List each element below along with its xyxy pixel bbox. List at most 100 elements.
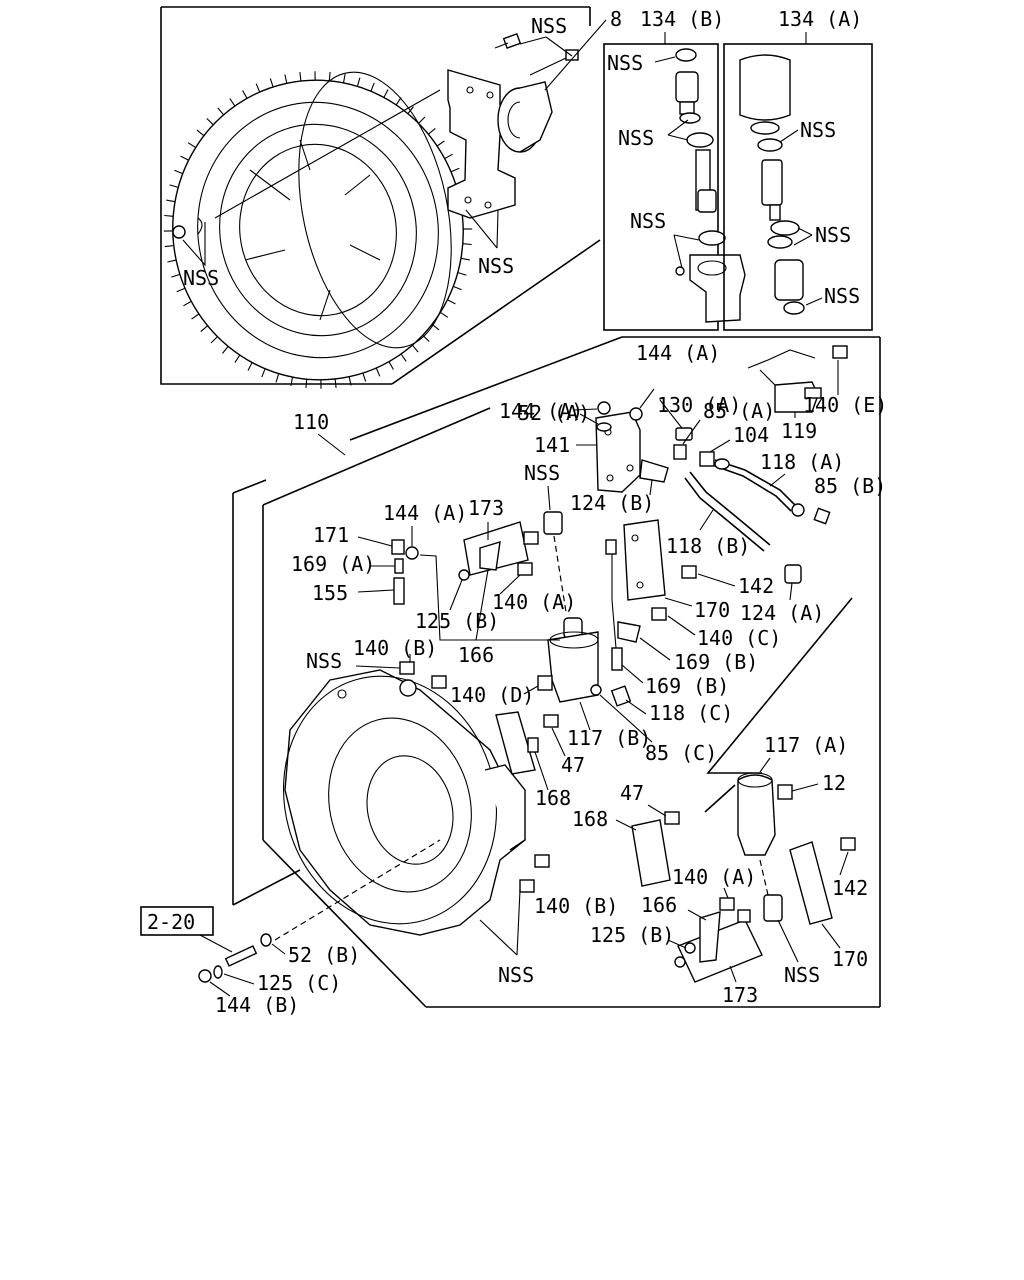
part-140a-2-label: 140 (A) [672,865,756,889]
part-169a-label: 169 (A) [291,552,375,576]
part-125b-2-label: 125 (B) [590,923,674,947]
gear-tooth [166,199,176,203]
nss-bottom-label: NSS [784,963,820,987]
gear-tooth [444,153,453,160]
gear-tooth [422,334,430,342]
gear-ring-panel: NSS 8 NSS NSS [160,6,622,389]
part-118c-label: 118 (C) [649,701,733,725]
part-166-2-label: 166 [641,893,677,917]
gear-tooth [407,106,414,114]
nss-140b-label: NSS [306,649,342,673]
part-119-label: 119 [781,419,817,443]
part-118a-label: 118 (A) [760,450,844,474]
part-173-bottom-label: 173 [722,983,758,1007]
yoke-bolts [494,33,579,76]
actuator-117b: 140 (D) 117 (B) 85 (C) [450,617,717,765]
gear-tooth [261,368,266,378]
gear-tooth [383,89,389,98]
main-assembly-outline: 110 [232,336,881,1008]
gear-tooth [234,354,241,363]
part-118b-label: 118 (B) [666,534,750,558]
gear-tooth [222,346,229,354]
gear-tooth [362,372,367,382]
panel-134a: 134 (A) NSS NSS NSS [723,7,873,331]
part-140e-label: 140 (E) [803,393,887,417]
gear-tooth [440,311,449,318]
gear-tooth [174,169,183,175]
nss-mid-label: NSS [524,461,560,485]
gear-tooth [457,272,467,276]
gear-tooth [348,376,352,386]
part-144a-2-label: 144 (A) [636,341,720,365]
part-47-1-label: 47 [561,753,585,777]
panel-134b: 134 (B) NSS NSS NSS [603,7,746,331]
part-140b-1-label: 140 (B) [353,636,437,660]
gear-tooth [171,273,181,278]
part-124b-label: 124 (B) [570,491,654,515]
gear-tooth [242,90,248,99]
gear-tooth [447,299,456,305]
gear-tooth [328,71,331,81]
gear-tooth [176,287,186,293]
part-142-2-label: 142 [832,876,868,900]
part-142-1-label: 142 [738,574,774,598]
nss-top-label: NSS [531,14,567,38]
part-125c-label: 125 (C) [257,971,341,995]
part-130a-label: 130 (A) [657,393,741,417]
gear-tooth [450,167,460,173]
part-117b-label: 117 (B) [567,726,651,750]
gear-tooth [180,155,189,161]
part-125b-1-label: 125 (B) [415,609,499,633]
part-85a-label: 85 (A) [703,399,775,423]
part-124a-label: 124 (A) [740,601,824,625]
part-141-label: 141 [534,433,570,457]
gear-ring [163,71,473,389]
actuator-117a: 117 (A) 12 NSS 142 170 140 (A) 166 125 (… [590,597,868,1007]
part-47-2-label: 47 [620,781,644,805]
part-12-label: 12 [822,771,846,795]
gear-tooth [453,285,462,291]
part-140b-2-label: 140 (B) [534,894,618,918]
gear-tooth [418,116,426,124]
part-110-label: 110 [293,410,329,434]
gear-tooth [388,361,394,370]
part-170-1-label: 170 [694,598,730,622]
reference-box-label: 2-20 [147,910,195,934]
gear-tooth [460,257,470,261]
part-144b-label: 144 (B) [215,993,299,1017]
gear-tooth [395,97,402,106]
gear-tooth [411,344,419,353]
gear-tooth [169,184,179,188]
gear-tooth [431,323,440,331]
part-140c-label: 140 (C) [697,626,781,650]
gear-tooth [342,74,346,83]
gear-tooth [436,140,445,147]
gear-tooth [462,243,472,246]
gear-tooth [375,367,381,377]
yoke [447,69,553,219]
nss-134a-1: NSS [800,118,836,142]
gear-tooth [217,107,225,116]
nss-yoke-label: NSS [478,254,514,278]
part-144a-3-label: 144 (A) [383,501,467,525]
part-170-2-label: 170 [832,947,868,971]
gear-tooth [255,83,261,93]
gear-tooth [210,336,218,344]
gear-tooth [428,127,436,135]
flywheel-housing: 140 (B) NSS 140 (B) NSS 52 (B) 125 (C) 1… [140,636,618,1017]
gear-tooth [187,142,196,149]
gear-tooth [229,98,236,107]
gear-tooth [183,300,192,307]
nss-134a-2: NSS [815,223,851,247]
part-117a-label: 117 (A) [764,733,848,757]
part-52b-label: 52 (B) [288,943,360,967]
part-169b-1-label: 169 (B) [674,650,758,674]
part-8-label: 8 [610,7,622,31]
gear-tooth [206,118,214,126]
part-166-1-label: 166 [458,643,494,667]
nss-134b-2: NSS [618,126,654,150]
control-cluster: 141 144 (A) 52 (A) 144 (A) 130 (A) 85 (A… [291,341,887,765]
part-171-label: 171 [313,523,349,547]
nss-housing-label: NSS [498,963,534,987]
